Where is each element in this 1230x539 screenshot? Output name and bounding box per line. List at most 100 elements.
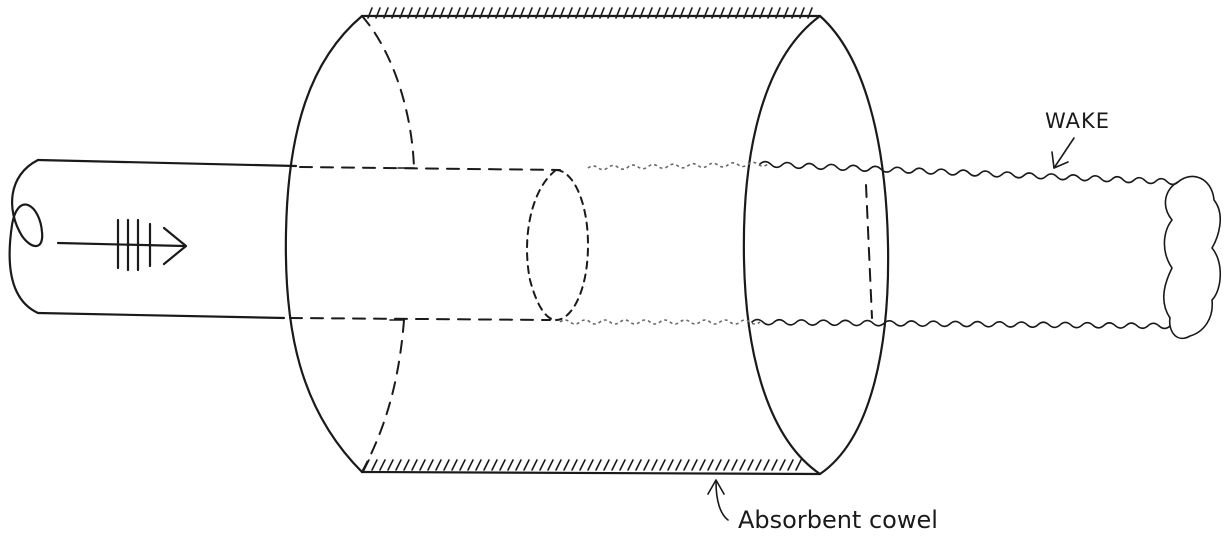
hatch-mark (511, 7, 517, 19)
hatch-mark (563, 459, 570, 471)
hatch-mark (543, 7, 549, 19)
hatch-mark (559, 7, 565, 19)
hatch-mark (711, 7, 717, 19)
cowl-hatching-bottom (363, 459, 802, 471)
actuator-disk (526, 169, 590, 321)
cowl-left-hidden-bottom (361, 319, 405, 473)
hatch-mark (419, 459, 426, 471)
wake (559, 160, 1222, 340)
hatch-mark (675, 459, 682, 471)
hatch-mark (787, 459, 794, 471)
hatch-mark (599, 7, 605, 19)
hatch-mark (467, 459, 474, 471)
hatch-mark (403, 459, 410, 471)
hatch-mark (635, 459, 642, 471)
hatch-mark (443, 459, 450, 471)
hatch-mark (807, 7, 813, 19)
hatch-mark (767, 7, 773, 19)
hatch-mark (671, 7, 677, 19)
hatch-mark (799, 7, 805, 19)
wake-hidden-edge (865, 184, 873, 319)
arrow-icon (1051, 137, 1075, 169)
hatch-mark (595, 459, 602, 471)
pipe-top-edge (36, 158, 298, 168)
hatch-mark (779, 459, 786, 471)
hatch-mark (627, 459, 634, 471)
hatch-mark (515, 459, 522, 471)
hatch-mark (551, 7, 557, 19)
hatch-mark (735, 7, 741, 19)
hatch-mark (571, 459, 578, 471)
pipe (8, 158, 298, 320)
hatch-mark (395, 459, 402, 471)
cowl-left-hidden-top (361, 15, 415, 169)
hatch-mark (631, 7, 637, 19)
hatch-mark (715, 459, 722, 471)
hatch-mark (623, 7, 629, 19)
hatch-mark (579, 459, 586, 471)
disk-left-hidden (526, 169, 557, 321)
wake-bottom-edge (751, 318, 1171, 330)
hatch-mark (603, 459, 610, 471)
hatch-mark (575, 7, 581, 19)
hatch-mark (583, 7, 589, 19)
hatch-mark (591, 7, 597, 19)
hatch-mark (439, 7, 445, 19)
inner-stream (289, 166, 873, 321)
absorbent-cowl (284, 7, 890, 476)
hatch-mark (387, 459, 394, 471)
hatch-mark (363, 459, 370, 471)
hatch-mark (771, 459, 778, 471)
wake-label: WAKE (1045, 109, 1110, 133)
hatch-mark (399, 7, 405, 19)
hatch-mark (687, 7, 693, 19)
hatch-mark (547, 459, 554, 471)
hatch-mark (379, 459, 386, 471)
hatch-mark (567, 7, 573, 19)
inner-stream-top (299, 166, 561, 171)
hatch-mark (587, 459, 594, 471)
hatch-mark (455, 7, 461, 19)
hatch-mark (407, 7, 413, 19)
disk-right-hidden (555, 169, 590, 321)
hatch-mark (391, 7, 397, 19)
hatch-mark (431, 7, 437, 19)
hatch-mark (615, 7, 621, 19)
hatch-mark (463, 7, 469, 19)
cowl-left-end (284, 14, 364, 474)
hatch-mark (611, 459, 618, 471)
hatch-mark (447, 7, 453, 19)
hatch-mark (607, 7, 613, 19)
hatch-mark (643, 459, 650, 471)
hatch-mark (691, 459, 698, 471)
cowl-bottom-edge (360, 470, 822, 476)
hatch-mark (663, 7, 669, 19)
hatch-mark (367, 7, 373, 19)
hatch-mark (751, 7, 757, 19)
cowl-label-arrow-icon (707, 479, 729, 521)
hatch-mark (479, 7, 485, 19)
hatch-mark (475, 459, 482, 471)
pipe-bottom-edge (36, 311, 286, 320)
inner-stream-bottom (289, 317, 551, 321)
hatch-mark (503, 7, 509, 19)
hatch-mark (483, 459, 490, 471)
hatch-mark (451, 459, 458, 471)
hatch-mark (707, 459, 714, 471)
hatch-mark (383, 7, 389, 19)
hatch-mark (495, 7, 501, 19)
hatch-mark (755, 459, 762, 471)
arrow-right-icon (56, 218, 188, 272)
hatch-mark (699, 459, 706, 471)
hatch-mark (371, 459, 378, 471)
hatch-mark (647, 7, 653, 19)
hatch-mark (523, 459, 530, 471)
hatch-mark (459, 459, 466, 471)
hatch-mark (411, 459, 418, 471)
hatch-mark (775, 7, 781, 19)
cowl-label: Absorbent cowel (738, 506, 938, 534)
wake-end-turbulence (1162, 175, 1222, 340)
hatch-mark (727, 7, 733, 19)
